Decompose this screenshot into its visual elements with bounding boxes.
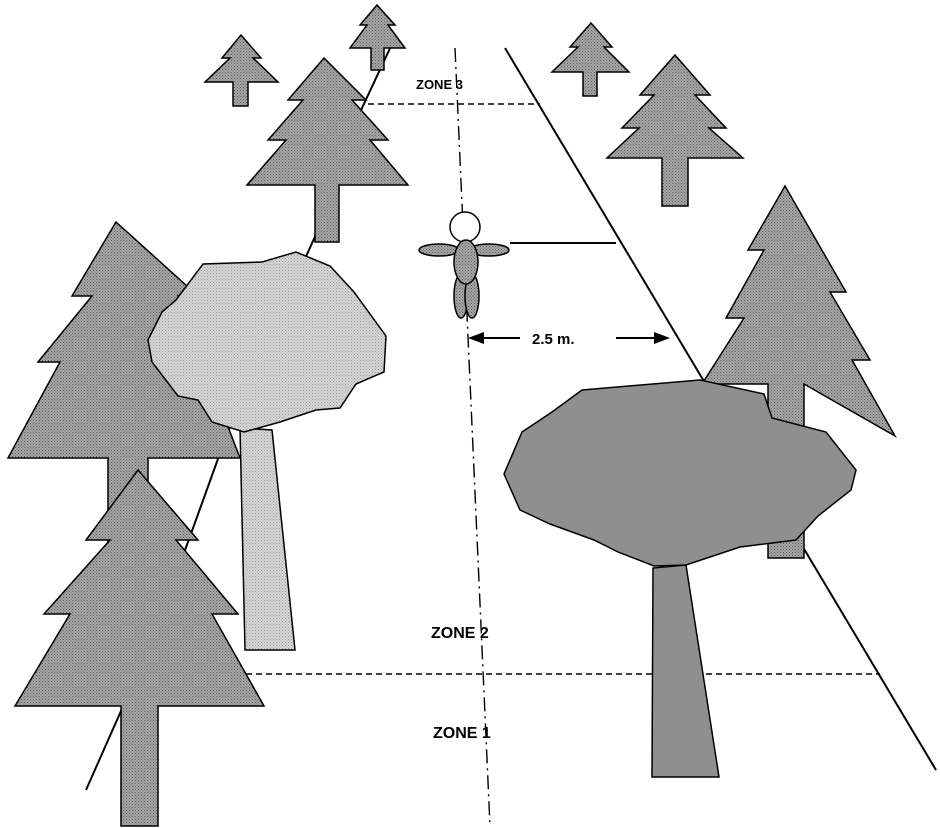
conifer-large-right: [700, 184, 897, 559]
conifer-small-top-right: [550, 21, 631, 97]
conifer-small-top-center: [348, 3, 407, 71]
person-left-arm: [418, 243, 460, 257]
conifer-medium-right: [605, 53, 745, 207]
zone-2-label: ZONE 2: [431, 625, 489, 642]
zone-3-label: ZONE 3: [416, 77, 463, 92]
person-head: [449, 211, 481, 243]
person-figure: [418, 211, 510, 319]
distance-dimension: [468, 332, 670, 344]
zone-1-label: ZONE 1: [433, 725, 491, 742]
distance-arrowhead-left: [468, 332, 484, 344]
deciduous-tree-dark: [503, 379, 857, 778]
conifer-small-far-left: [203, 33, 280, 107]
conifer-front-left: [13, 468, 266, 827]
distance-label: 2.5 m.: [532, 331, 575, 348]
trail-centerline: [454, 47, 491, 827]
person-torso: [453, 239, 479, 285]
conifer-medium-left: [245, 56, 410, 243]
distance-arrowhead-right: [654, 332, 670, 344]
deciduous-tree-light: [147, 251, 387, 651]
